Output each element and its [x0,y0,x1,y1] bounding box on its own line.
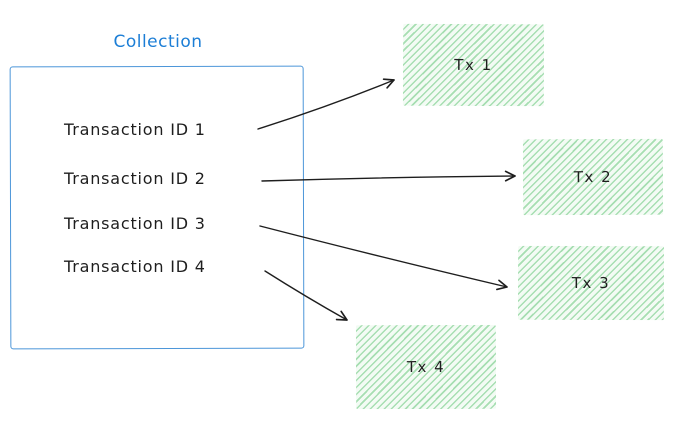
tx-4-label: Tx 4 [406,357,446,377]
tx-2-label: Tx 2 [573,167,613,187]
transaction-id-3-label: Transaction ID 3 [64,214,206,233]
collection-title: Collection [113,32,203,52]
tx-1-label: Tx 1 [454,55,493,75]
transaction-id-2-label: Transaction ID 2 [64,169,206,188]
tx-2-box: Tx 2 [522,138,664,216]
tx-3-label: Tx 3 [571,273,611,293]
transaction-id-1-label: Transaction ID 1 [64,120,206,139]
tx-4-box: Tx 4 [355,324,497,410]
collection-box [9,65,305,350]
tx-1-box: Tx 1 [402,23,545,107]
tx-3-box: Tx 3 [517,245,665,321]
transaction-id-4-label: Transaction ID 4 [64,257,206,276]
